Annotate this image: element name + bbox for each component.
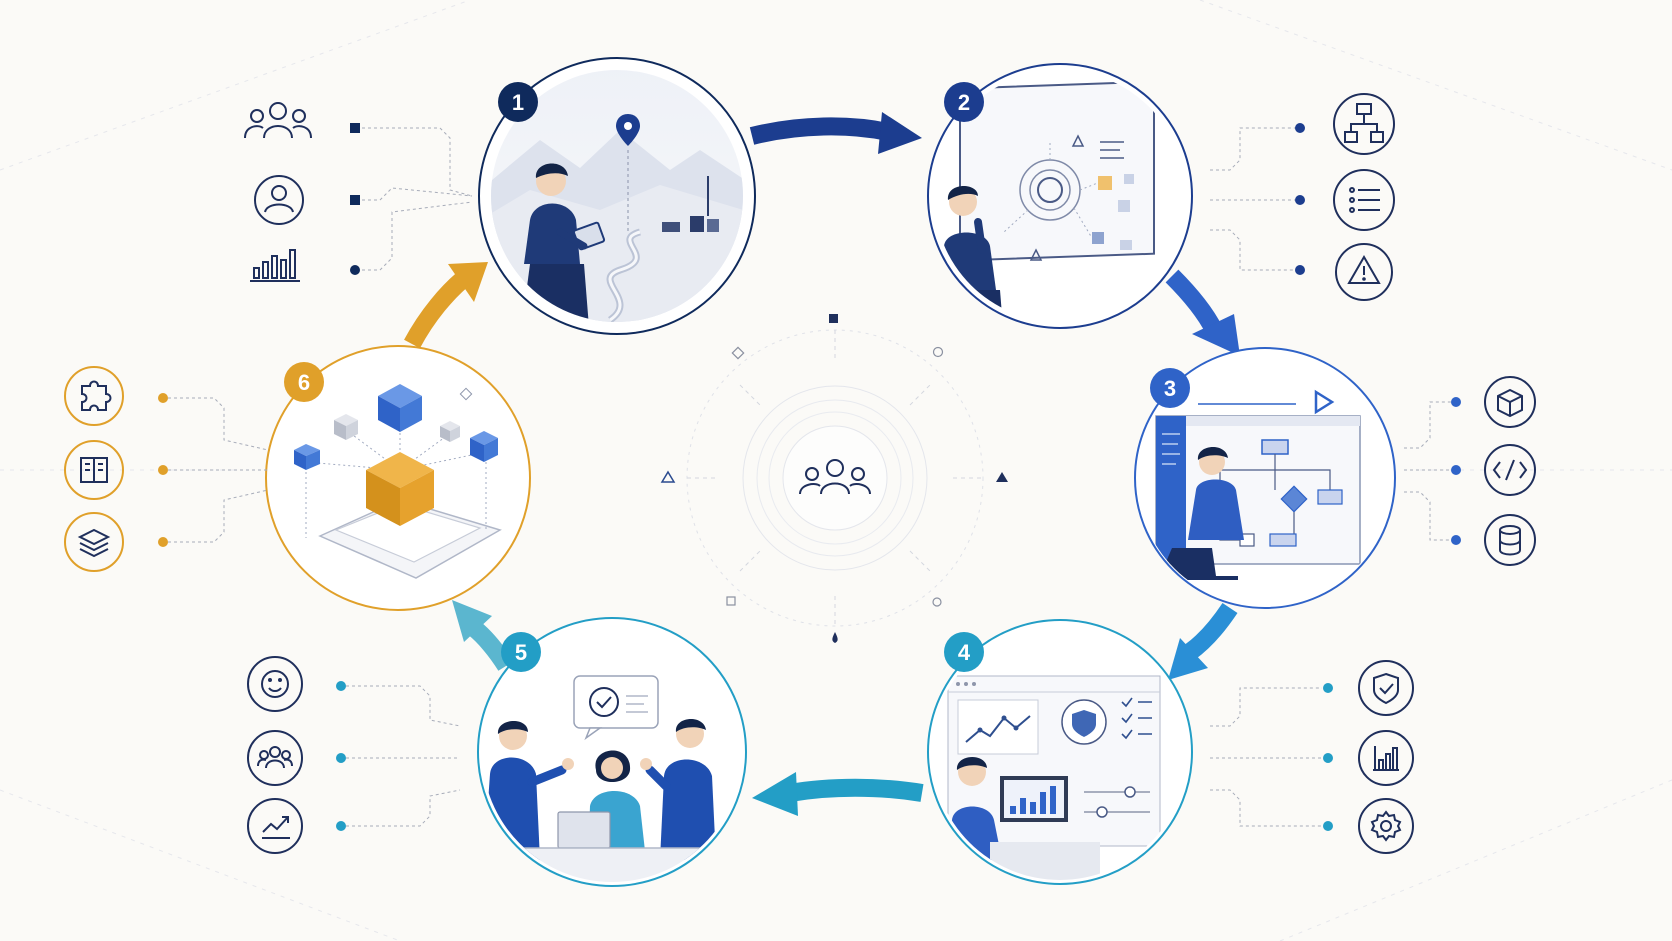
step-3: 3: [1134, 347, 1536, 609]
team-icon: [799, 459, 871, 495]
arrow-1-to-2: [749, 112, 922, 154]
step-3-scene: [1148, 415, 1361, 580]
step-6-number: 6: [298, 370, 310, 395]
arrow-2-to-3: [1165, 269, 1240, 356]
arrow-4-to-5: [752, 772, 924, 816]
database-icon: [1484, 514, 1536, 566]
step-5: 5: [247, 617, 747, 887]
book-icon: [64, 440, 124, 500]
trend-up-icon: [247, 798, 303, 854]
smiley-icon: [247, 656, 303, 712]
arrow-5-to-6: [452, 600, 514, 671]
warning-icon: [1335, 243, 1393, 301]
user-profile-icon: [254, 175, 304, 225]
step-3-number: 3: [1164, 376, 1176, 401]
code-icon: [1484, 444, 1536, 496]
step-4: 4: [927, 619, 1414, 885]
cube-icon: [1484, 376, 1536, 428]
step-6-scene: [294, 384, 502, 579]
bar-chart-icon: [250, 249, 300, 282]
group-icon: [247, 730, 303, 786]
flow-arrows: [404, 112, 1240, 816]
step-1-number: 1: [512, 90, 524, 115]
bar-chart-icon: [1358, 730, 1414, 786]
step-1: 1: [244, 57, 756, 335]
gear-icon: [1358, 798, 1414, 854]
step-4-number: 4: [958, 640, 971, 665]
puzzle-icon: [64, 366, 124, 426]
shield-check-icon: [1358, 660, 1414, 716]
arrow-6-to-1: [404, 262, 488, 349]
team-icon: [244, 102, 312, 139]
hierarchy-icon: [1333, 93, 1395, 155]
step-2-number: 2: [958, 90, 970, 115]
step-5-number: 5: [515, 640, 527, 665]
list-icon: [1333, 169, 1395, 231]
step-2: 2: [927, 63, 1395, 329]
step-6: 6: [64, 345, 531, 611]
layers-icon: [64, 512, 124, 572]
center-hub: [660, 314, 1008, 643]
arrow-3-to-4: [1168, 602, 1238, 680]
